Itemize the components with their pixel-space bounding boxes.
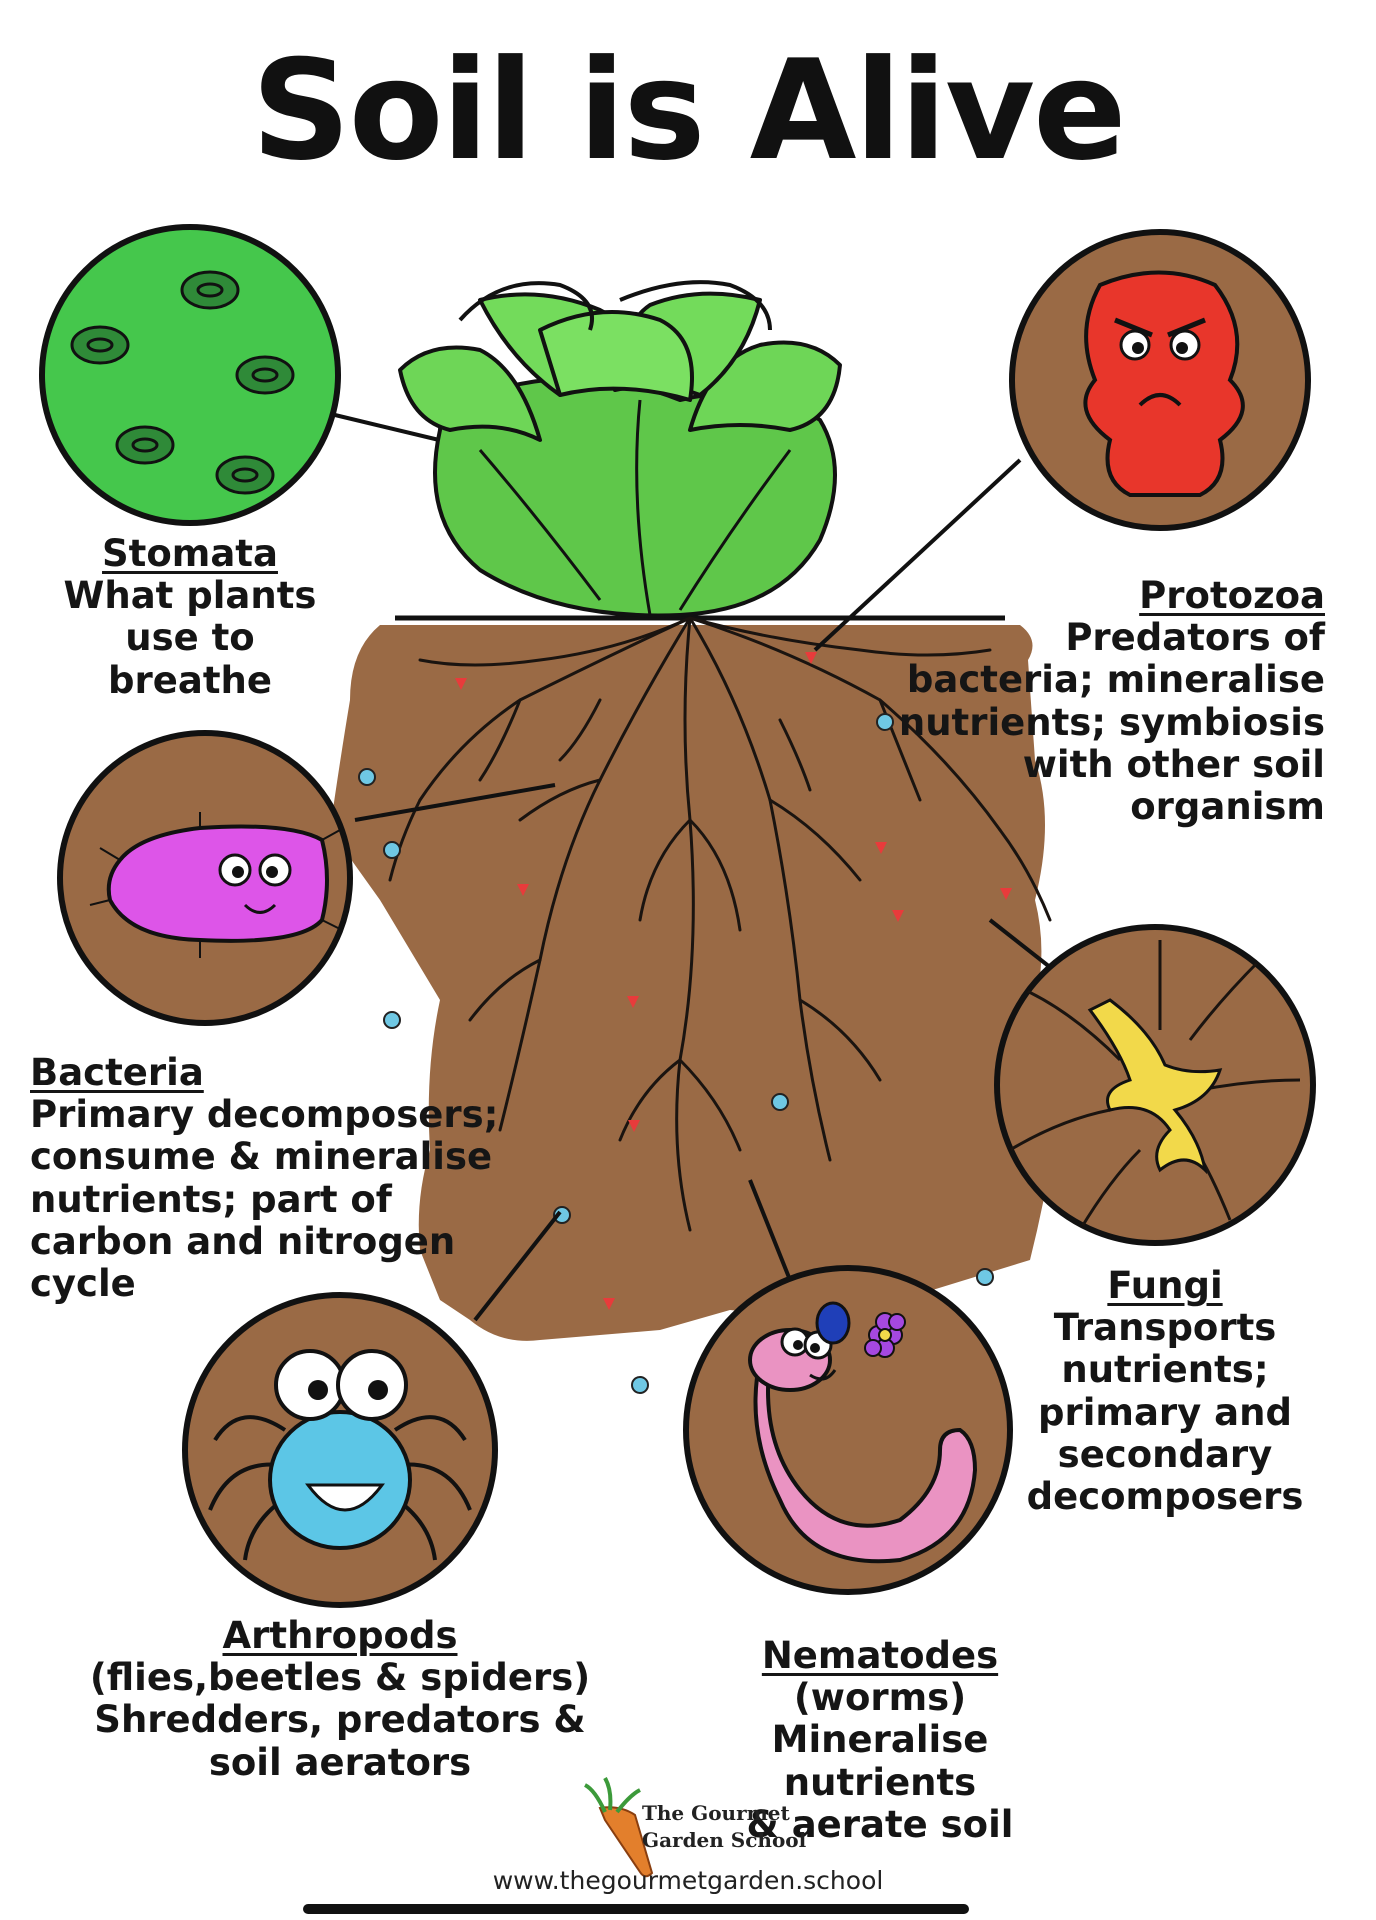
- stomata-icon: [39, 224, 341, 526]
- brand-logo-text: The Gourmet Garden School: [642, 1800, 806, 1854]
- protozoa-text: Predators of bacteria; mineralise nutrie…: [898, 616, 1325, 828]
- brand-line-2: Garden School: [642, 1828, 807, 1852]
- arthropods-text: (flies,beetles & spiders) Shredders, pre…: [89, 1656, 591, 1784]
- protozoa-heading: Protozoa: [1139, 574, 1325, 617]
- nematodes-heading: Nematodes: [761, 1634, 999, 1677]
- bacteria-heading: Bacteria: [30, 1051, 204, 1094]
- bacteria-icon: [57, 730, 353, 1026]
- fungi-text: Transports nutrients; primary and second…: [1026, 1306, 1304, 1518]
- nematodes-text: (worms) Mineralise nutrients & aerate so…: [746, 1676, 1014, 1846]
- carrot-icon: [583, 1776, 654, 1878]
- protozoa-icon: [1009, 229, 1311, 531]
- cabbage-icon: [398, 280, 842, 618]
- brand-line-1: The Gourmet: [642, 1801, 790, 1825]
- nematodes-caption: Nematodes (worms) Mineralise nutrients &…: [670, 1634, 1090, 1846]
- stomata-caption: Stomata What plants use to breathe: [40, 532, 340, 702]
- spider-icon: [182, 1292, 498, 1608]
- page-title: Soil is Alive: [251, 30, 1126, 191]
- bacteria-text: Primary decomposers; consume & mineralis…: [30, 1093, 499, 1305]
- home-indicator[interactable]: [303, 1904, 969, 1914]
- stomata-text: What plants use to breathe: [63, 574, 317, 702]
- fungi-heading: Fungi: [1107, 1264, 1223, 1307]
- arthropods-caption: Arthropods (flies,beetles & spiders) Shr…: [60, 1614, 620, 1784]
- soil-area: [330, 625, 1060, 1341]
- protozoa-caption: Protozoa Predators of bacteria; minerali…: [880, 574, 1325, 828]
- arthropods-heading: Arthropods: [222, 1614, 458, 1657]
- footer-url[interactable]: www.thegourmetgarden.school: [492, 1866, 884, 1895]
- fungi-caption: Fungi Transports nutrients; primary and …: [1015, 1264, 1315, 1518]
- stomata-heading: Stomata: [102, 532, 278, 575]
- fungi-icon: [994, 924, 1316, 1246]
- bacteria-caption: Bacteria Primary decomposers; consume & …: [30, 1051, 500, 1305]
- soil-particles: [358, 652, 1012, 1394]
- worm-icon: [683, 1265, 1013, 1595]
